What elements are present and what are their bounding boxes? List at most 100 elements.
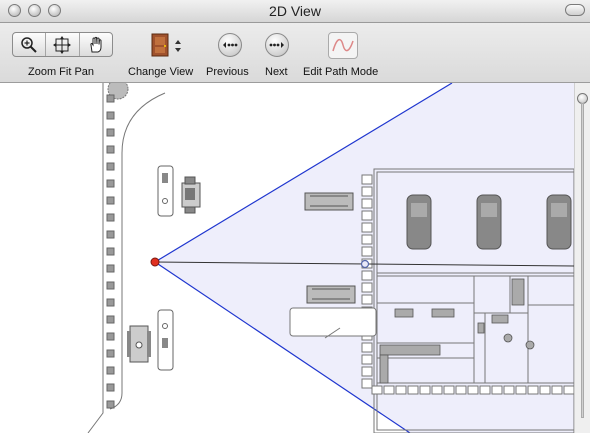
- look-at-target-handle[interactable]: [360, 259, 370, 269]
- garage-car-2: [476, 194, 502, 250]
- base-block: [515, 385, 527, 395]
- hand-icon: [90, 36, 102, 52]
- view-cone-area: [155, 83, 574, 433]
- previous-label: Previous: [206, 66, 249, 78]
- view-cone-edge-bottom: [154, 261, 411, 433]
- wall-post: [361, 342, 373, 353]
- fence-post: [106, 94, 115, 103]
- base-block: [407, 385, 419, 395]
- toolbar-toggle-button[interactable]: [565, 4, 585, 16]
- previous-button[interactable]: [218, 33, 242, 57]
- fence-post: [106, 128, 115, 137]
- bench-top: [304, 192, 354, 211]
- fence-post: [106, 213, 115, 222]
- fence-post: [106, 332, 115, 341]
- view-cone-edge-top: [154, 83, 453, 263]
- previous-dots-icon: [223, 42, 238, 48]
- fence-post: [106, 145, 115, 154]
- fence-post: [106, 400, 115, 409]
- zoom-fit-pan-label: Zoom Fit Pan: [28, 66, 95, 78]
- fence-post: [106, 111, 115, 120]
- parked-car-bottom: [157, 309, 174, 371]
- fence-post: [106, 230, 115, 239]
- next-button[interactable]: [265, 33, 289, 57]
- base-block: [563, 385, 574, 395]
- door-icon: [151, 33, 181, 57]
- base-block: [455, 385, 467, 395]
- base-block: [383, 385, 395, 395]
- entry-ramp: [289, 307, 377, 339]
- base-block: [527, 385, 539, 395]
- wall-post: [361, 294, 373, 305]
- zoom-slider-line: [581, 103, 584, 418]
- fence-post: [106, 383, 115, 392]
- toolbar: Zoom Fit Pan Change View Previous: [0, 23, 590, 83]
- base-block: [431, 385, 443, 395]
- table-chairs-top: [181, 176, 201, 214]
- wall-post: [361, 198, 373, 209]
- fence-post: [106, 349, 115, 358]
- base-block: [539, 385, 551, 395]
- fence-post: [106, 315, 115, 324]
- building-plan: [373, 168, 574, 433]
- close-window-button[interactable]: [8, 4, 21, 17]
- fence-posts: [106, 94, 115, 409]
- minimize-window-button[interactable]: [28, 4, 41, 17]
- floor-plan-drawing: [87, 83, 574, 433]
- base-block: [503, 385, 515, 395]
- base-block: [551, 385, 563, 395]
- fence-post: [106, 264, 115, 273]
- garage-car-3: [546, 194, 572, 250]
- base-block: [371, 385, 383, 395]
- title-bar: 2D View: [0, 0, 590, 23]
- table-chairs-bottom: [127, 325, 151, 363]
- window-title: 2D View: [269, 3, 321, 19]
- zoom-window-button[interactable]: [48, 4, 61, 17]
- wall-post: [361, 378, 373, 389]
- base-block: [491, 385, 503, 395]
- wall-post: [361, 234, 373, 245]
- base-block: [467, 385, 479, 395]
- base-block: [395, 385, 407, 395]
- wall-post: [361, 366, 373, 377]
- wall-post: [361, 210, 373, 221]
- camera-position-handle[interactable]: [150, 257, 160, 267]
- garage-car-1: [406, 194, 432, 250]
- parked-car-top: [157, 165, 174, 217]
- wall-post: [361, 174, 373, 185]
- path-curve-icon: [332, 38, 354, 52]
- edit-path-mode-button[interactable]: [328, 32, 358, 59]
- pan-button[interactable]: [80, 33, 112, 56]
- fence-post: [106, 196, 115, 205]
- zoom-fit-pan-control: [12, 32, 113, 57]
- edit-path-mode-label: Edit Path Mode: [303, 66, 379, 78]
- fence-post: [106, 179, 115, 188]
- fit-arrows-icon: [53, 35, 72, 54]
- next-label: Next: [265, 66, 288, 78]
- fence-post: [106, 366, 115, 375]
- next-dots-icon: [269, 42, 284, 48]
- interior-furniture: [379, 278, 535, 384]
- change-view-label: Change View: [128, 66, 194, 78]
- change-view-button[interactable]: [150, 32, 186, 60]
- wall-post: [361, 270, 373, 281]
- driveway-curve: [121, 92, 166, 154]
- fit-button[interactable]: [46, 33, 80, 56]
- zoom-slider-track[interactable]: [574, 83, 590, 433]
- magnifier-icon: [21, 36, 37, 53]
- zoom-button[interactable]: [13, 33, 47, 56]
- fence-post: [106, 281, 115, 290]
- wall-post: [361, 222, 373, 233]
- base-block: [479, 385, 491, 395]
- wall-post: [361, 186, 373, 197]
- fence-post: [106, 162, 115, 171]
- base-block: [443, 385, 455, 395]
- building-base-blocks: [371, 385, 574, 395]
- wall-post: [361, 282, 373, 293]
- base-block: [419, 385, 431, 395]
- street-edge-line: [87, 83, 104, 433]
- fence-post: [106, 298, 115, 307]
- plan-view-canvas[interactable]: [0, 83, 574, 433]
- bench-bottom: [306, 285, 356, 304]
